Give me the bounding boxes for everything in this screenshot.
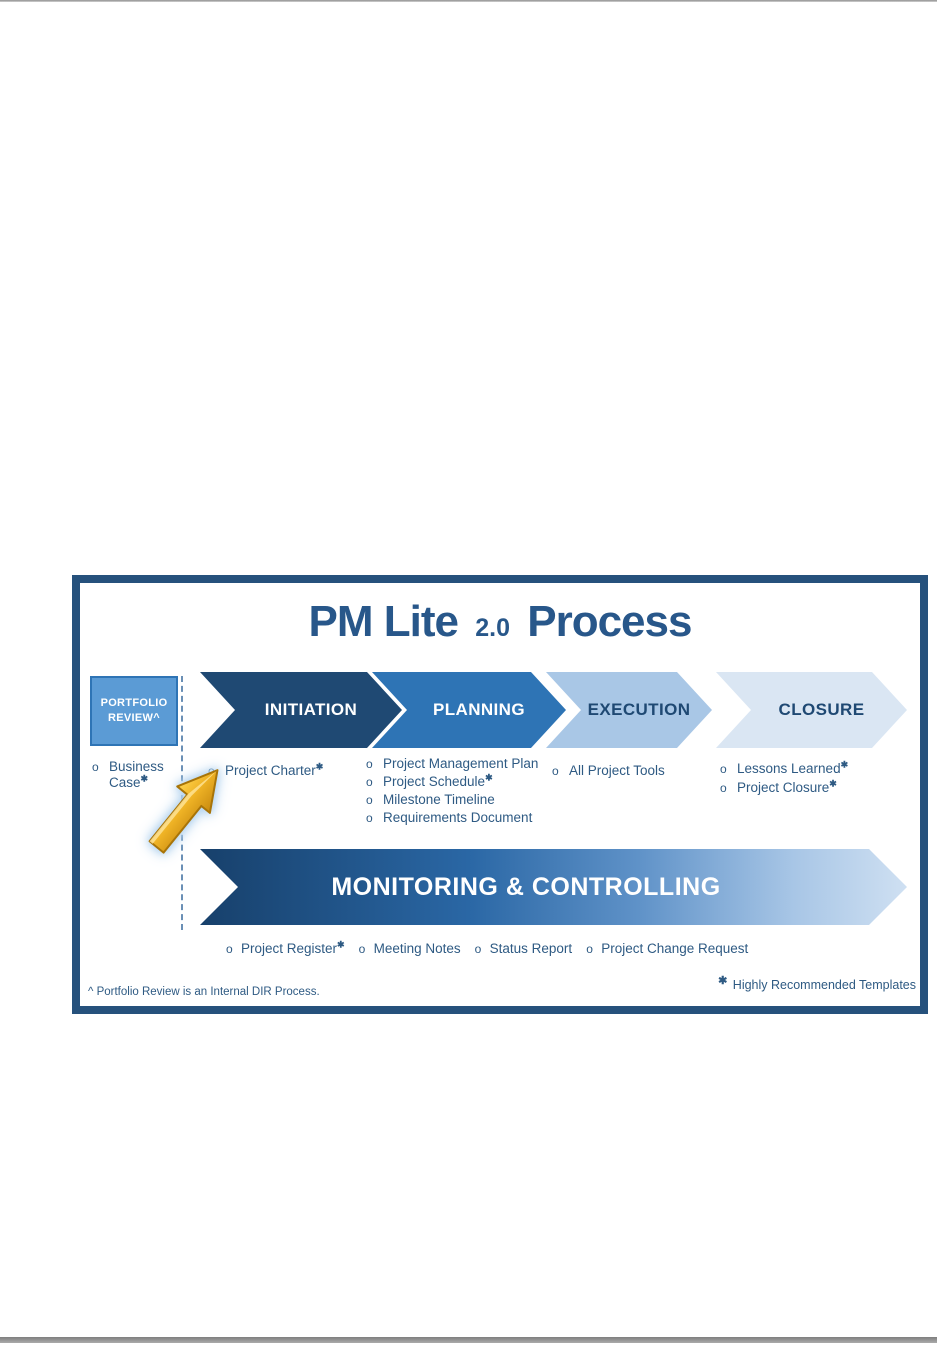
recommended-star-icon: ✱ xyxy=(337,939,345,950)
footnote-star-icon: ✱ xyxy=(718,974,728,987)
phase-chevron-closure: CLOSURE xyxy=(716,672,907,748)
phase-closure-label: CLOSURE xyxy=(778,700,865,719)
phase-chevron-execution: EXECUTION xyxy=(546,672,712,748)
phase-portfolio-review: PORTFOLIO REVIEW^ xyxy=(90,676,178,746)
title-version: 2.0 xyxy=(475,614,510,642)
phase-portfolio-review-label: PORTFOLIO REVIEW^ xyxy=(100,696,168,724)
portfolio-review-deliverables: o Business Case✱ xyxy=(92,759,180,794)
bullet-item: o Status Report xyxy=(475,941,573,957)
footnote-recommended-templates: ✱ Highly Recommended Templates xyxy=(718,974,916,992)
bullet-item: o Meeting Notes xyxy=(359,941,461,957)
phase-initiation-label: INITIATION xyxy=(264,700,358,719)
bullet-text: Project Register✱ xyxy=(241,939,345,956)
bullet-marker: o xyxy=(366,775,373,789)
bullet-text: Meeting Notes xyxy=(373,941,461,956)
bullet-item: o All Project Tools xyxy=(552,763,722,779)
initiation-deliverables: o Project Charter✱ xyxy=(208,761,378,782)
bullet-item: o Project Change Request xyxy=(586,941,748,957)
bullet-text: Lessons Learned✱ xyxy=(737,759,849,776)
bullet-item: o Lessons Learned✱ xyxy=(720,759,900,777)
bullet-text: Project Closure✱ xyxy=(737,778,837,795)
bullet-marker: o xyxy=(552,764,559,778)
bullet-text: All Project Tools xyxy=(569,763,665,778)
bullet-marker: o xyxy=(586,942,593,956)
phase-chevron-initiation: INITIATION xyxy=(200,672,402,748)
recommended-star-icon: ✱ xyxy=(315,761,324,772)
bullet-item: o Project Management Plan xyxy=(366,756,544,772)
title-prefix: PM Lite xyxy=(308,597,459,646)
bullet-text: Requirements Document xyxy=(383,810,533,825)
bullet-marker: o xyxy=(92,760,99,774)
footnote-portfolio-review: ^ Portfolio Review is an Internal DIR Pr… xyxy=(88,986,320,998)
title-suffix: Process xyxy=(527,597,692,646)
monitoring-controlling-label: MONITORING & CONTROLLING xyxy=(331,872,721,901)
bullet-item: o Project Closure✱ xyxy=(720,778,900,796)
bullet-text: Business Case✱ xyxy=(109,759,164,790)
bullet-marker: o xyxy=(720,781,727,795)
pm-lite-process-figure: PM Lite 2.0 Process PORTFOLIO REVIEW^ IN… xyxy=(72,575,928,1014)
bullet-text: Status Report xyxy=(489,941,573,956)
highlight-arrow-icon xyxy=(148,769,219,854)
page-bottom-border xyxy=(0,1337,937,1343)
bullet-item: o Project Charter✱ xyxy=(208,761,378,779)
bullet-text: Project Change Request xyxy=(601,941,749,956)
bullet-item: o Project Schedule✱ xyxy=(366,772,544,790)
bullet-item: o Business Case✱ xyxy=(92,759,180,791)
bullet-marker: o xyxy=(474,942,482,956)
bullet-marker: o xyxy=(366,757,373,771)
recommended-star-icon: ✱ xyxy=(829,778,837,789)
recommended-star-icon: ✱ xyxy=(485,772,493,783)
bullet-text: Project Schedule✱ xyxy=(383,772,493,789)
execution-deliverables: o All Project Tools xyxy=(552,763,722,782)
bullet-marker: o xyxy=(720,762,727,776)
bullet-marker: o xyxy=(366,811,373,825)
phase-planning-label: PLANNING xyxy=(433,700,525,719)
recommended-star-icon: ✱ xyxy=(840,759,849,770)
bullet-text: Project Charter✱ xyxy=(225,761,324,778)
monitoring-controlling-bar: MONITORING & CONTROLLING xyxy=(200,849,907,925)
monitoring-deliverables: o Project Register✱ o Meeting Notes o Status … xyxy=(226,939,906,957)
page-top-border xyxy=(0,0,937,2)
recommended-star-icon: ✱ xyxy=(140,773,149,784)
bullet-text: Project Management Plan xyxy=(383,756,539,771)
bullet-marker: o xyxy=(358,942,366,956)
phase-execution-label: EXECUTION xyxy=(587,700,691,719)
bullet-marker: o xyxy=(208,764,215,778)
bullet-item: o Milestone Timeline xyxy=(366,792,544,808)
figure-title: PM Lite 2.0 Process xyxy=(80,597,920,647)
bullet-item: o Requirements Document xyxy=(366,810,544,826)
bullet-marker: o xyxy=(226,942,233,956)
footnote-recommended-templates-text: Highly Recommended Templates xyxy=(732,978,916,992)
bullet-text: Milestone Timeline xyxy=(383,792,495,807)
bullet-item: o Project Register✱ xyxy=(226,939,345,957)
bullet-marker: o xyxy=(366,793,373,807)
